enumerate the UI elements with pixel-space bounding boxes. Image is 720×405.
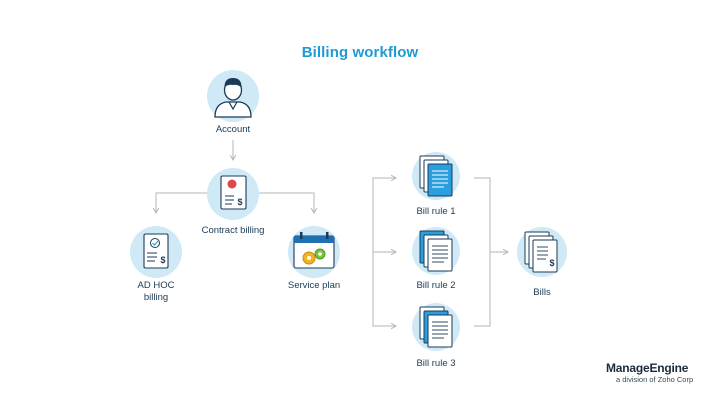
connectors — [152, 140, 509, 330]
bill-rule-2-icon — [419, 230, 453, 272]
ad-hoc-billing-label-line2: billing — [143, 292, 169, 303]
ad-hoc-billing-node: $ — [130, 226, 182, 278]
bills-node: $ — [517, 227, 567, 277]
connector-bracket-right — [474, 177, 491, 327]
account-label: Account — [215, 124, 251, 135]
bill-rule-2-node — [412, 227, 460, 275]
diagram-title: Billing workflow — [301, 44, 419, 61]
logo-subtitle: a division of Zoho Corp — [616, 375, 694, 384]
service-plan-label: Service plan — [287, 280, 341, 291]
bill-rule-3-label: Bill rule 3 — [416, 358, 456, 369]
connector-contract-adhoc — [152, 192, 207, 214]
service-plan-node — [288, 226, 340, 278]
bill-rule-1-icon — [419, 155, 453, 197]
contract-billing-node: $ — [207, 168, 259, 220]
calendar-gears-icon — [293, 232, 335, 269]
svg-text:$: $ — [160, 255, 165, 265]
contract-billing-label: Contract billing — [201, 225, 265, 236]
ad-hoc-billing-label-line1: AD HOC — [137, 280, 175, 291]
logo-name: ManageEngine — [606, 361, 689, 375]
connector-contract-service — [259, 192, 318, 214]
bill-rule-3-node — [412, 303, 460, 351]
bills-label: Bills — [533, 287, 551, 298]
svg-text:$: $ — [237, 197, 242, 207]
bill-rule-3-icon — [419, 306, 453, 348]
bill-rule-2-label: Bill rule 2 — [416, 280, 456, 291]
bill-rule-1-label: Bill rule 1 — [416, 206, 456, 217]
account-node — [207, 70, 259, 122]
svg-text:$: $ — [549, 258, 554, 268]
ad-hoc-document-icon: $ — [143, 233, 169, 269]
user-icon — [214, 78, 252, 118]
bill-rule-1-node — [412, 152, 460, 200]
bills-stack-icon: $ — [524, 231, 558, 273]
manageengine-logo: ManageEngine a division of Zoho Corp — [606, 362, 716, 385]
contract-document-icon: $ — [220, 175, 247, 210]
